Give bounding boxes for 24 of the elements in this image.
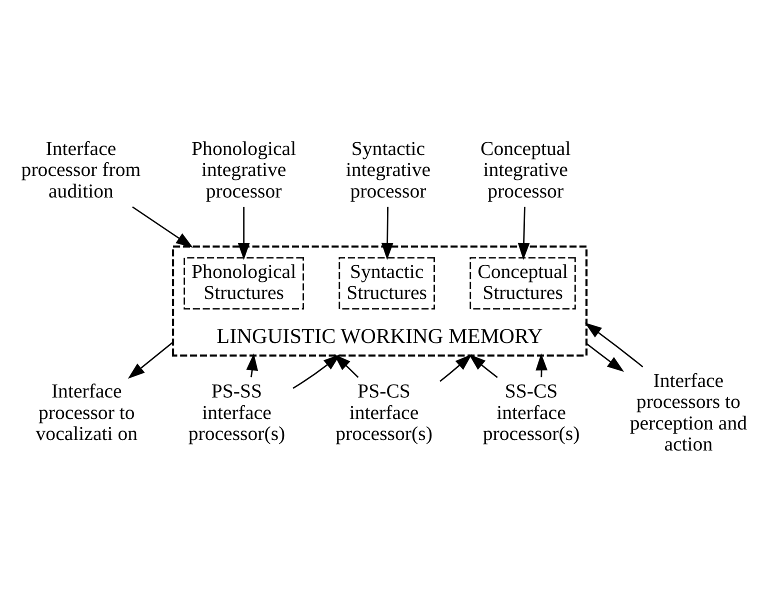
- node-box: Syntactic Structures: [338, 256, 435, 310]
- node-text: PS-CS interface processor(s): [336, 380, 432, 445]
- arrow: [238, 206, 250, 260]
- arrow: [440, 354, 472, 382]
- node-text: Interface processor to vocalizati on: [36, 380, 138, 445]
- node-box: Conceptual Structures: [470, 256, 576, 310]
- arrow: [518, 206, 530, 260]
- node-text: Conceptual integrative processor: [480, 137, 571, 202]
- node-text: Interface processor from audition: [21, 137, 141, 202]
- arrow: [334, 354, 359, 378]
- node-text: PS-SS interface processor(s): [188, 380, 286, 445]
- node-text: SS-CS interface processor(s): [482, 380, 580, 445]
- arrow: [584, 322, 644, 367]
- arrow: [292, 354, 340, 388]
- arrow: [132, 206, 194, 248]
- arrow: [381, 206, 394, 260]
- node-text: Syntactic integrative processor: [346, 137, 431, 202]
- arrow: [468, 354, 498, 378]
- arrow: [586, 342, 624, 372]
- arrow: [246, 352, 258, 377]
- arrow: [128, 341, 174, 378]
- node-box: Phonological Structures: [184, 256, 304, 310]
- node-text: Phonological integrative processor: [192, 137, 296, 202]
- node-text: Interface processors to perception and action: [630, 369, 748, 456]
